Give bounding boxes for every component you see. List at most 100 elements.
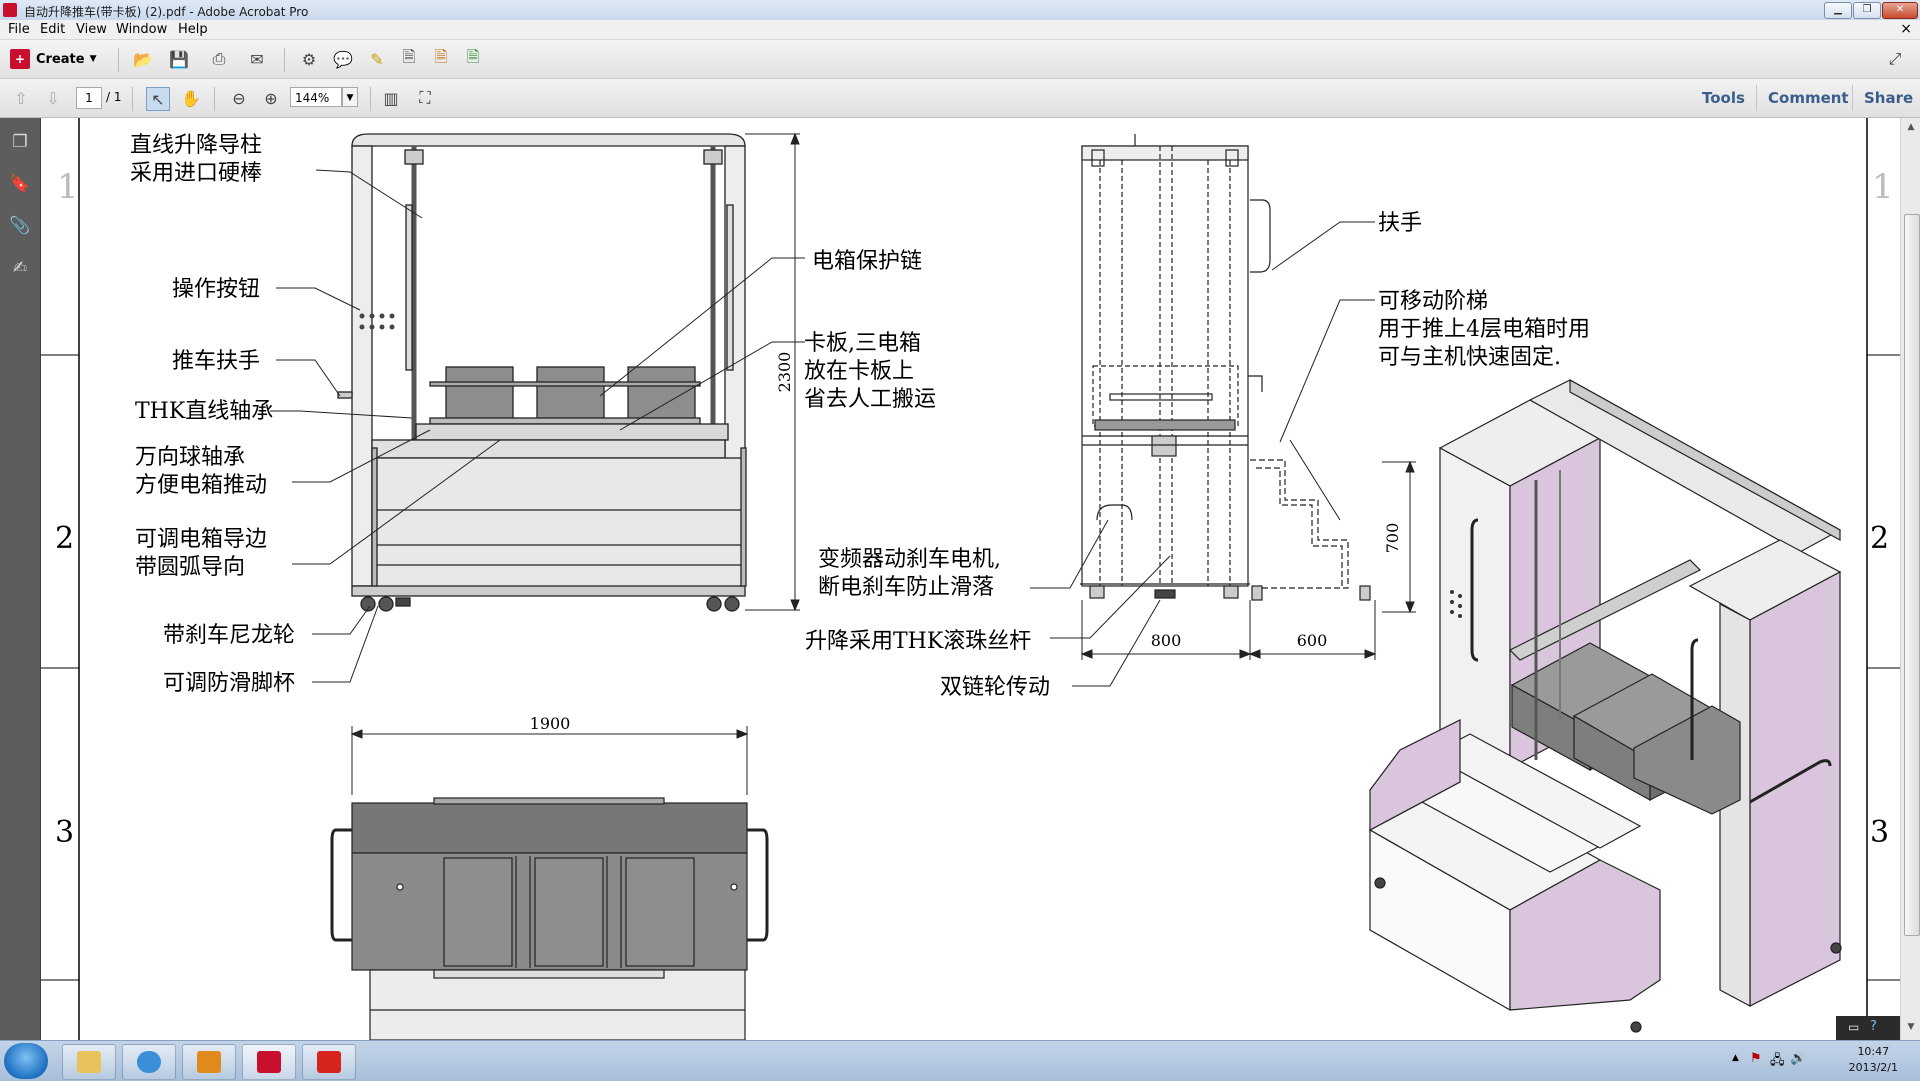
window-title: 自动升降推车(带卡板) (2).pdf - Adobe Acrobat Pro bbox=[24, 5, 309, 19]
page-number-input[interactable]: 1 bbox=[76, 87, 102, 109]
share-document-icon[interactable]: 🗎 bbox=[466, 46, 480, 66]
attachments-icon[interactable]: 📎 bbox=[9, 216, 31, 236]
zoom-dropdown-chevron-icon[interactable]: ▼ bbox=[342, 87, 358, 107]
create-label: Create bbox=[36, 51, 85, 67]
close-document-icon[interactable]: × bbox=[1900, 21, 1912, 37]
previous-page-icon[interactable]: ⇧ bbox=[14, 88, 28, 108]
side-view bbox=[1080, 134, 1371, 601]
keyboard-icon[interactable]: ▭ bbox=[1848, 1020, 1860, 1034]
sign-document-icon[interactable]: 🗎 bbox=[402, 46, 416, 66]
top-width-dimension bbox=[350, 726, 749, 795]
zone-number-left-1: 1 bbox=[57, 167, 79, 207]
select-cursor-icon[interactable]: ↖ bbox=[146, 87, 170, 111]
zoom-in-icon[interactable]: ⊕ bbox=[264, 88, 278, 108]
isometric-view bbox=[1368, 378, 1842, 1033]
internet-explorer-icon bbox=[137, 1051, 161, 1073]
network-icon[interactable]: 🖧 bbox=[1770, 1053, 1785, 1068]
toolbar-separator bbox=[118, 48, 119, 72]
action-center-flag-icon[interactable]: ⚑ bbox=[1750, 1051, 1762, 1066]
label-power-off-brake: 断电刹车防止滑落 bbox=[818, 575, 994, 600]
height-dimension bbox=[745, 132, 800, 612]
menu-view[interactable]: View bbox=[76, 22, 107, 37]
next-page-icon[interactable]: ⇩ bbox=[46, 88, 60, 108]
side-dimensions bbox=[1080, 460, 1416, 660]
scroll-down-arrow-icon[interactable]: ▼ bbox=[1907, 1022, 1915, 1032]
page-thumbnails-icon[interactable]: ❐ bbox=[12, 132, 28, 152]
menu-bar: File Edit View Window Help × bbox=[0, 20, 1920, 40]
hand-tool-icon[interactable]: ✋ bbox=[181, 88, 201, 108]
front-leader-lines bbox=[270, 169, 805, 683]
taskbar-internet-explorer[interactable] bbox=[122, 1044, 176, 1080]
fit-page-icon[interactable]: ▥ bbox=[383, 88, 399, 108]
document-viewport: 1 2 3 1 2 3 bbox=[41, 118, 1900, 1040]
bookmarks-icon[interactable]: 🔖 bbox=[9, 174, 31, 194]
label-quick-fix: 可与主机快速固定. bbox=[1378, 345, 1561, 370]
dimension-1900: 1900 bbox=[530, 714, 571, 733]
zone-tick-marks bbox=[41, 354, 1900, 981]
toolbar-separator bbox=[132, 87, 133, 111]
settings-gear-icon[interactable]: ⚙ bbox=[301, 49, 317, 69]
zone-number-left-3: 3 bbox=[55, 815, 74, 850]
help-icon[interactable]: ? bbox=[1870, 1019, 1877, 1034]
vertical-scrollbar[interactable]: ▲ ▼ bbox=[1900, 118, 1920, 1040]
comment-icon[interactable]: 💬 bbox=[333, 49, 353, 69]
technical-drawing: 1 2 3 1 2 3 bbox=[41, 118, 1900, 1040]
dimension-2300: 2300 bbox=[775, 352, 794, 393]
tab-comment[interactable]: Comment bbox=[1768, 89, 1849, 107]
menu-edit[interactable]: Edit bbox=[40, 22, 66, 37]
label-pallet-three-boxes: 卡板,三电箱 bbox=[804, 331, 921, 356]
create-button[interactable]: + Create ▼ bbox=[10, 47, 97, 71]
fit-width-icon[interactable]: ⛶ bbox=[419, 88, 431, 107]
taskbar-solidworks[interactable] bbox=[302, 1044, 356, 1080]
save-icon[interactable]: 💾 bbox=[169, 49, 189, 69]
volume-icon[interactable]: 🔊 bbox=[1790, 1051, 1807, 1066]
taskbar-outlook[interactable] bbox=[182, 1044, 236, 1080]
toolbar-separator bbox=[284, 48, 285, 72]
menu-window[interactable]: Window bbox=[116, 22, 168, 37]
scroll-up-arrow-icon[interactable]: ▲ bbox=[1907, 122, 1915, 132]
label-easy-push: 方便电箱推动 bbox=[135, 473, 267, 498]
highlight-icon[interactable]: ✎ bbox=[370, 49, 384, 69]
taskbar-clock[interactable]: 10:47 2013/2/1 bbox=[1849, 1044, 1898, 1076]
top-view bbox=[330, 797, 769, 1040]
minimize-button[interactable]: ▁ bbox=[1824, 2, 1852, 19]
email-icon[interactable]: ✉ bbox=[250, 49, 264, 69]
acrobat-app-icon bbox=[3, 3, 17, 17]
label-brake-motor: 变频器动刹车电机, bbox=[818, 547, 1001, 572]
zoom-out-icon[interactable]: ⊖ bbox=[232, 88, 246, 108]
menu-file[interactable]: File bbox=[8, 22, 30, 37]
clock-date: 2013/2/1 bbox=[1848, 1061, 1898, 1074]
create-icon: + bbox=[10, 49, 30, 69]
zoom-level-input[interactable]: 144% bbox=[290, 87, 342, 107]
start-button[interactable] bbox=[4, 1043, 48, 1079]
title-bar: 自动升降推车(带卡板) (2).pdf - Adobe Acrobat Pro … bbox=[0, 0, 1920, 21]
close-button[interactable]: ✕ bbox=[1882, 2, 1918, 19]
taskbar-explorer[interactable] bbox=[62, 1044, 116, 1080]
clock-time: 10:47 bbox=[1857, 1045, 1890, 1058]
status-toolbar: ▭ ? bbox=[1836, 1016, 1900, 1040]
scrollbar-thumb[interactable] bbox=[1904, 214, 1920, 936]
navigation-toolbar: ⇧ ⇩ 1 / 1 ↖ ✋ ⊖ ⊕ 144% ▼ ▥ ⛶ Tools Comme… bbox=[0, 79, 1920, 118]
menu-help[interactable]: Help bbox=[178, 22, 208, 37]
taskbar-acrobat[interactable] bbox=[242, 1044, 296, 1080]
tab-tools[interactable]: Tools bbox=[1702, 89, 1745, 107]
label-for-4th-layer: 用于推上4层电箱时用 bbox=[1378, 317, 1590, 342]
show-hidden-icons-icon[interactable]: ▲ bbox=[1732, 1053, 1739, 1063]
outlook-icon bbox=[197, 1051, 221, 1073]
open-folder-icon[interactable]: 📂 bbox=[133, 49, 153, 69]
signatures-icon[interactable]: ✍ bbox=[12, 258, 28, 278]
dimension-800: 800 bbox=[1151, 631, 1182, 650]
label-cart-handle: 推车扶手 bbox=[172, 349, 260, 374]
acrobat-icon bbox=[257, 1051, 281, 1073]
export-document-icon[interactable]: 🗎 bbox=[434, 46, 448, 66]
side-leader-lines bbox=[1030, 221, 1375, 687]
tab-separator bbox=[1852, 85, 1853, 111]
tab-share[interactable]: Share bbox=[1864, 89, 1914, 107]
dimension-700: 700 bbox=[1383, 523, 1402, 554]
expand-icon[interactable]: ⤢ bbox=[1888, 49, 1902, 68]
restore-button[interactable]: ❐ bbox=[1853, 2, 1881, 19]
label-adjustable-guide: 可调电箱导边 bbox=[135, 527, 267, 552]
print-icon[interactable]: ⎙ bbox=[212, 49, 226, 68]
label-box-protection-chain: 电箱保护链 bbox=[812, 249, 922, 274]
folder-icon bbox=[77, 1051, 101, 1073]
